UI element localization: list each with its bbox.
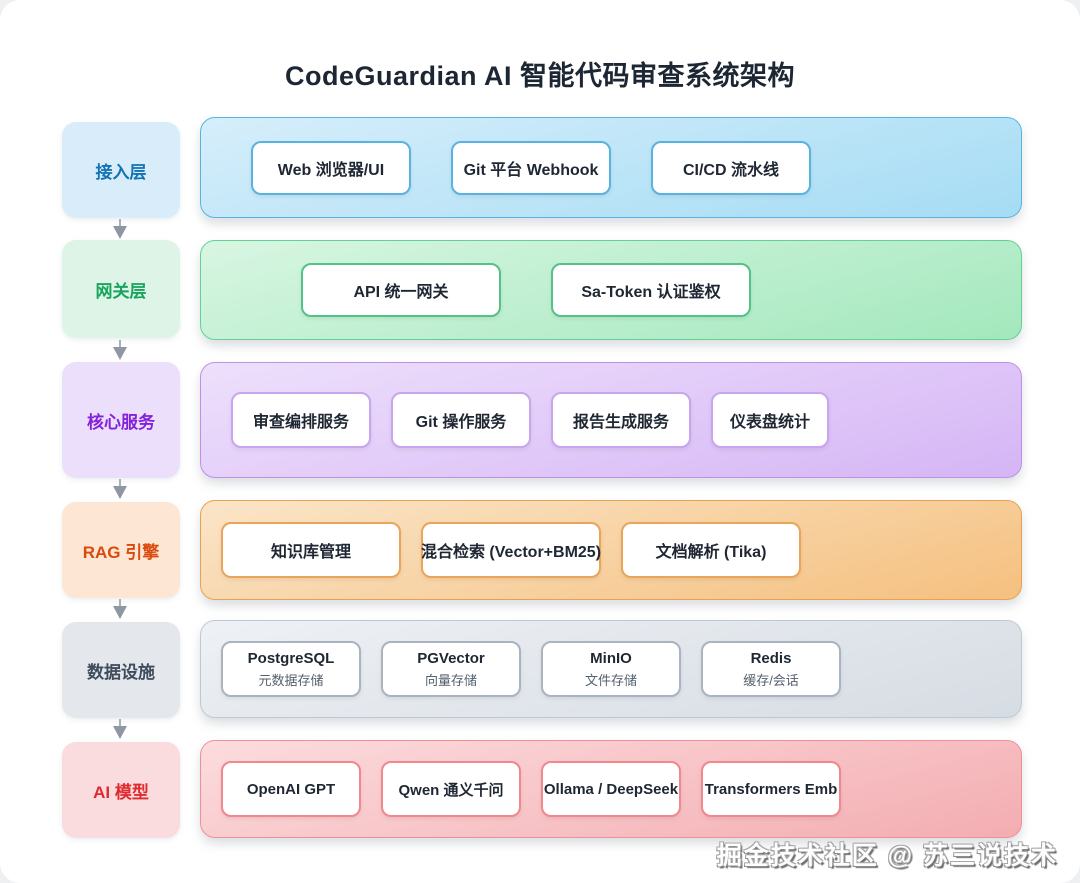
band-data-infrastructure: PostgreSQL 元数据存储 PGVector 向量存储 MinIO 文件存… xyxy=(200,620,1022,718)
layer-label-text: 数据设施 xyxy=(87,662,155,682)
page-title: CodeGuardian AI 智能代码审查系统架构 xyxy=(284,61,796,91)
layer-label-data-infrastructure: 数据设施 xyxy=(62,622,180,718)
node-title: PGVector xyxy=(417,649,485,667)
node-title: Git 操作服务 xyxy=(415,414,507,431)
layer-label-text: RAG 引擎 xyxy=(82,542,160,562)
layer-label-text: 接入层 xyxy=(95,162,147,182)
layer-label-rag-engine: RAG 引擎 xyxy=(62,502,180,598)
node-git-webhook: Git 平台 Webhook xyxy=(451,140,611,195)
node-postgresql: PostgreSQL 元数据存储 xyxy=(221,641,361,697)
node-review-orchestration: 审查编排服务 xyxy=(231,392,371,448)
node-title: PostgreSQL xyxy=(247,649,335,667)
node-hybrid-retrieval: 混合检索 (Vector+BM25) xyxy=(421,522,601,578)
arrow-head-icon xyxy=(113,486,127,499)
layer-label-core-services: 核心服务 xyxy=(62,362,180,478)
node-document-parsing: 文档解析 (Tika) xyxy=(621,522,801,578)
arrow-head-icon xyxy=(113,226,127,239)
node-git-operations: Git 操作服务 xyxy=(391,392,531,448)
node-subtitle: 文件存储 xyxy=(584,672,637,688)
node-title: Redis xyxy=(750,649,792,667)
arrow-stem xyxy=(119,599,121,606)
layer-label-text: 核心服务 xyxy=(87,412,155,432)
band-gateway-layer: API 统一网关 Sa-Token 认证鉴权 xyxy=(200,240,1022,340)
arrow-head-icon xyxy=(113,347,127,360)
node-title: API 统一网关 xyxy=(353,284,449,301)
node-title: Git 平台 Webhook xyxy=(463,161,599,179)
arrow-stem xyxy=(119,219,121,226)
node-title: OpenAI GPT xyxy=(246,780,336,798)
band-core-services: 审查编排服务 Git 操作服务 报告生成服务 仪表盘统计 xyxy=(200,362,1022,478)
band-ai-models: OpenAI GPT Qwen 通义千问 Ollama / DeepSeek T… xyxy=(200,740,1022,838)
arrow-head-icon xyxy=(113,606,127,619)
layer-label-access: 接入层 xyxy=(62,122,180,218)
node-openai-gpt: OpenAI GPT xyxy=(221,761,361,817)
node-subtitle: 缓存/会话 xyxy=(743,672,799,688)
node-title: Sa-Token 认证鉴权 xyxy=(581,284,721,301)
arrow-stem xyxy=(119,340,121,347)
node-title: Web 浏览器/UI xyxy=(277,161,385,179)
layer-label-gateway: 网关层 xyxy=(62,240,180,338)
node-web-browser-ui: Web 浏览器/UI xyxy=(251,140,411,195)
node-title: 知识库管理 xyxy=(270,544,351,561)
watermark: 掘金技术社区 @ 苏三说技术 xyxy=(716,842,1058,870)
node-title: 仪表盘统计 xyxy=(729,414,810,431)
node-title: CI/CD 流水线 xyxy=(682,161,779,179)
node-minio: MinIO 文件存储 xyxy=(541,641,681,697)
node-title: 混合检索 (Vector+BM25) xyxy=(420,544,602,561)
node-knowledge-base: 知识库管理 xyxy=(221,522,401,578)
node-pgvector: PGVector 向量存储 xyxy=(381,641,521,697)
band-access-layer: Web 浏览器/UI Git 平台 Webhook CI/CD 流水线 xyxy=(200,117,1022,218)
node-title: Qwen 通义千问 xyxy=(398,781,504,799)
node-title: MinIO xyxy=(590,649,632,667)
down-arrow xyxy=(113,340,127,360)
layer-label-ai-models: AI 模型 xyxy=(62,742,180,838)
node-redis: Redis 缓存/会话 xyxy=(701,641,841,697)
down-arrow xyxy=(113,219,127,239)
down-arrow xyxy=(113,599,127,619)
node-cicd-pipeline: CI/CD 流水线 xyxy=(651,140,811,195)
node-transformers-emb: Transformers Emb xyxy=(701,761,841,817)
node-title: Transformers Emb xyxy=(704,780,838,798)
arrow-stem xyxy=(119,479,121,486)
node-sa-token-auth: Sa-Token 认证鉴权 xyxy=(551,263,751,317)
node-subtitle: 向量存储 xyxy=(424,672,477,688)
node-title: Ollama / DeepSeek xyxy=(543,780,679,798)
node-ollama-deepseek: Ollama / DeepSeek xyxy=(541,761,681,817)
node-title: 审查编排服务 xyxy=(252,414,349,431)
node-subtitle: 元数据存储 xyxy=(258,672,324,688)
node-title: 文档解析 (Tika) xyxy=(655,544,767,561)
node-report-generation: 报告生成服务 xyxy=(551,392,691,448)
node-api-gateway: API 统一网关 xyxy=(301,263,501,317)
node-qwen: Qwen 通义千问 xyxy=(381,761,521,817)
down-arrow xyxy=(113,479,127,499)
band-rag-engine: 知识库管理 混合检索 (Vector+BM25) 文档解析 (Tika) xyxy=(200,500,1022,600)
layer-label-text: 网关层 xyxy=(95,281,147,301)
node-title: 报告生成服务 xyxy=(572,414,669,431)
arrow-stem xyxy=(119,719,121,726)
arrow-head-icon xyxy=(113,726,127,739)
node-dashboard-stats: 仪表盘统计 xyxy=(711,392,829,448)
layer-label-text: AI 模型 xyxy=(93,782,149,802)
down-arrow xyxy=(113,719,127,739)
